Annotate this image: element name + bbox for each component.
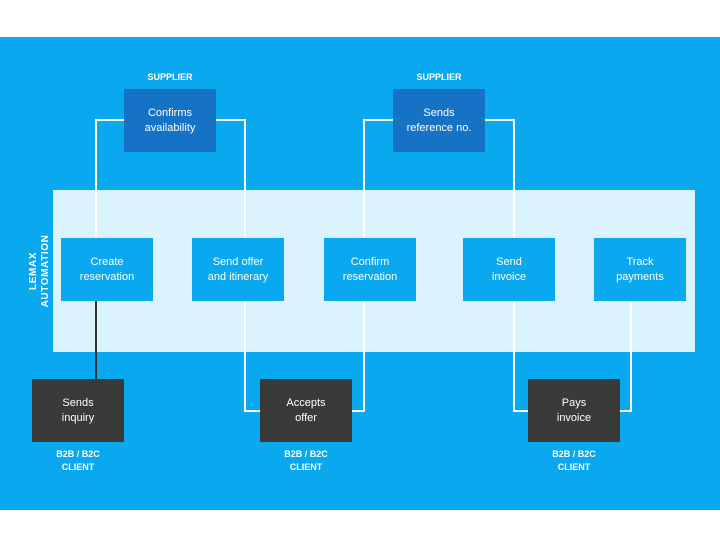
supplier-role-label-1: SUPPLIER (147, 72, 193, 82)
step-text-line-2: inquiry (61, 411, 95, 424)
step-text-line-1: Create (90, 255, 124, 268)
step-text-line-2: invoice (491, 270, 527, 283)
role-text-line-1: B2B / B2C (552, 449, 596, 459)
role-text-line-1: B2B / B2C (284, 449, 328, 459)
step-text-line-1: Send offer (212, 255, 264, 268)
step-text-line-2: reservation (79, 270, 135, 283)
connector-sends-to-invoice (485, 119, 515, 238)
client-step-pays-invoice: Pays invoice (528, 379, 620, 442)
role-text-line-2: CLIENT (289, 462, 323, 472)
step-text-line-1: Accepts (286, 396, 326, 409)
role-text-line-2: CLIENT (557, 462, 591, 472)
supplier-step-confirms-availability: Confirms availability (124, 89, 216, 152)
step-text-line-1: Confirms (147, 106, 192, 119)
step-text-line-2: payments (616, 270, 664, 283)
automation-step-send-offer: Send offer and itinerary (192, 238, 284, 301)
client-role-label-2: B2B / B2C CLIENT (251, 448, 361, 474)
connector-sendoffer-to-accepts (244, 301, 260, 412)
step-text-line-1: Pays (561, 396, 587, 409)
step-text-line-1: Sends (62, 396, 94, 409)
step-text-line-2: reservation (342, 270, 398, 283)
automation-step-send-invoice: Send invoice (463, 238, 555, 301)
step-text-line-1: Track (626, 255, 654, 268)
client-step-sends-inquiry: Sends inquiry (32, 379, 124, 442)
step-text-line-2: invoice (556, 411, 592, 424)
role-text-line-2: CLIENT (61, 462, 95, 472)
supplier-step-sends-reference: Sends reference no. (393, 89, 485, 152)
step-text-line-2: availability (144, 121, 196, 134)
automation-step-confirm-reservation: Confirm reservation (324, 238, 416, 301)
client-step-accepts-offer: Accepts offer (260, 379, 352, 442)
step-text-line-1: Send (496, 255, 522, 268)
connector-confirms-to-sendoffer (216, 119, 246, 238)
step-text-line-2: and itinerary (207, 270, 269, 283)
supplier-role-label-2: SUPPLIER (416, 72, 462, 82)
connector-confirms-to-create (95, 119, 124, 238)
step-text-line-1: Confirm (350, 255, 390, 268)
step-text-line-2: offer (295, 411, 317, 424)
connector-pays-to-track (620, 301, 632, 412)
connector-invoice-to-pays (513, 301, 528, 412)
client-role-label-1: B2B / B2C CLIENT (23, 448, 133, 474)
role-text-line-1: B2B / B2C (56, 449, 100, 459)
client-role-label-3: B2B / B2C CLIENT (519, 448, 629, 474)
step-text-line-2: reference no. (406, 121, 472, 134)
connector-accepts-to-confirm (352, 301, 365, 412)
automation-step-create-reservation: Create reservation (61, 238, 153, 301)
connector-sends-to-confirm (363, 119, 393, 238)
step-text-line-1: Sends (423, 106, 455, 119)
automation-step-track-payments: Track payments (594, 238, 686, 301)
